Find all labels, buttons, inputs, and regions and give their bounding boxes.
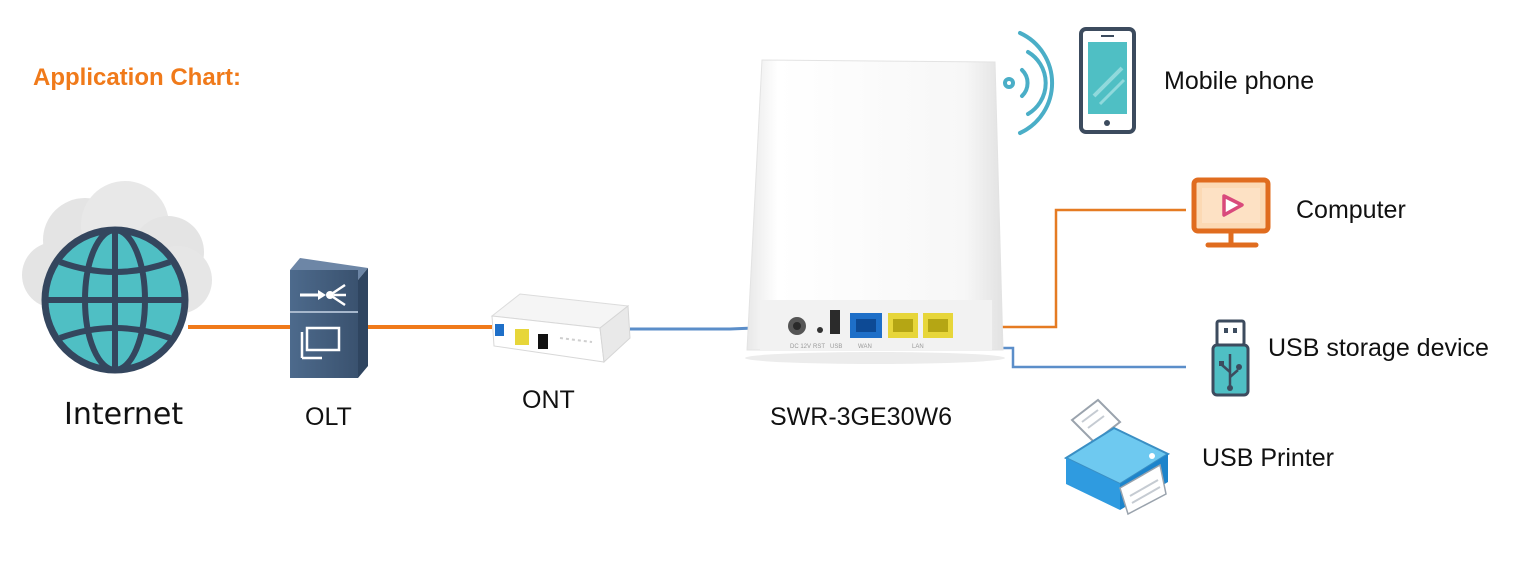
globe-cloud-icon <box>22 181 212 374</box>
page-title: Application Chart: <box>33 64 241 91</box>
computer-monitor-icon <box>1191 177 1271 248</box>
ont-device-icon <box>490 293 631 364</box>
computer-label: Computer <box>1296 196 1406 224</box>
port-label-dc: DC 12V <box>790 344 811 350</box>
usb-storage-label: USB storage device <box>1268 334 1489 362</box>
wifi-signal-icon <box>1003 31 1055 135</box>
port-label-rst: RST <box>813 344 825 350</box>
printer-icon <box>1063 398 1171 516</box>
ont-label: ONT <box>522 386 575 414</box>
usb-stick-icon <box>1211 319 1250 397</box>
usb-printer-label: USB Printer <box>1202 444 1334 472</box>
mobile-phone-label: Mobile phone <box>1164 67 1315 95</box>
mobile-phone-icon <box>1079 27 1136 134</box>
internet-label: Internet <box>64 397 184 432</box>
olt-device-icon <box>290 258 368 378</box>
port-label-lan: LAN <box>912 344 924 350</box>
router-label: SWR-3GE30W6 <box>770 403 952 431</box>
router-device-icon: DC 12V RST USB WAN LAN <box>745 59 1005 364</box>
port-label-wan: WAN <box>858 344 872 350</box>
olt-label: OLT <box>305 403 352 431</box>
port-label-usb: USB <box>830 344 842 350</box>
